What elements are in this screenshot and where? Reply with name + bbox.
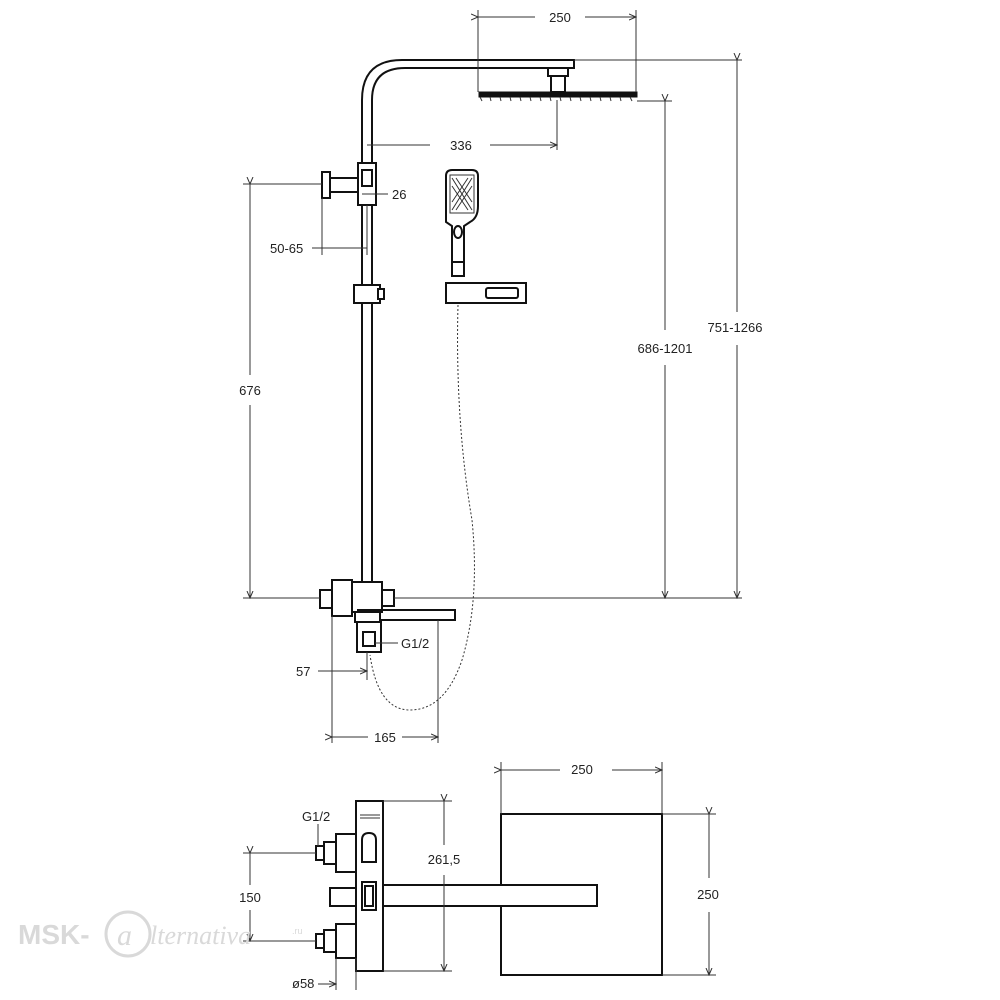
- dim-label-head-width: 250: [549, 10, 571, 25]
- dim-label-top-inlet-spacing: 150: [239, 890, 261, 905]
- valve-middle: [329, 887, 357, 907]
- dim-top-escutcheon: ø58: [292, 958, 357, 991]
- dim-head-height: 686-1201: [394, 101, 692, 598]
- dim-label-inlet-offset: 57: [296, 664, 310, 679]
- dim-holder-offset: 26: [362, 187, 406, 202]
- dim-inlet-offset: 57: [296, 652, 367, 680]
- shower-hose: [369, 304, 475, 711]
- slider-clamp: [353, 284, 385, 304]
- dim-spout-reach: 165: [332, 616, 438, 745]
- dim-label-top-depth: 261,5: [428, 852, 461, 867]
- column-plan: [355, 800, 384, 972]
- shower-shelf: [445, 282, 527, 304]
- dim-inlet-thread: G1/2: [375, 636, 429, 651]
- watermark-right-text: lternativa: [150, 921, 251, 950]
- front-view: 250 336 26 50-65 676: [239, 10, 762, 745]
- thermostatic-mixer: [319, 579, 456, 653]
- dim-top-head-depth: 250: [662, 814, 719, 975]
- valve-top: [315, 833, 357, 873]
- dim-label-holder-offset: 26: [392, 187, 406, 202]
- at-sign-letter: a: [117, 919, 132, 952]
- dim-label-total-height: 751-1266: [708, 320, 763, 335]
- dim-label-arm-reach: 336: [450, 138, 472, 153]
- dim-label-top-head-depth: 250: [697, 887, 719, 902]
- dim-head-width: 250: [478, 10, 636, 92]
- hand-shower: [445, 169, 479, 277]
- dim-label-top-head-width: 250: [571, 762, 593, 777]
- dim-mixer-to-bracket: 676: [239, 184, 322, 598]
- dim-wall-bracket: 50-65: [270, 198, 368, 256]
- dim-top-inlet-thread: G1/2: [302, 809, 330, 846]
- watermark-suffix: .ru: [292, 926, 303, 936]
- dim-top-head-width: 250: [501, 762, 662, 814]
- dim-label-head-height: 686-1201: [638, 341, 693, 356]
- valve-bottom: [315, 923, 357, 959]
- dim-label-mixer-to-bracket: 676: [239, 383, 261, 398]
- dim-total-height: 751-1266: [574, 60, 762, 598]
- dim-label-top-escutcheon: ø58: [292, 976, 314, 991]
- dim-top-inlet-spacing: 150: [239, 853, 316, 941]
- dim-top-depth: 261,5: [383, 801, 460, 971]
- upper-wall-bracket: [321, 171, 359, 199]
- dim-arm-reach: 336: [367, 100, 557, 153]
- arm-plan: [379, 884, 598, 907]
- watermark-left-text: MSK-: [18, 919, 90, 950]
- dim-label-wall-bracket: 50-65: [270, 241, 303, 256]
- dim-label-spout-reach: 165: [374, 730, 396, 745]
- dim-label-inlet-thread: G1/2: [401, 636, 429, 651]
- rain-shower-head: [478, 67, 638, 102]
- dim-label-top-inlet-thread: G1/2: [302, 809, 330, 824]
- at-sign-icon: [104, 910, 152, 958]
- hand-shower-holder: [357, 162, 377, 206]
- watermark: MSK- a lternativa .ru: [18, 910, 303, 958]
- top-view: 250 250 261,5 G1/2 15: [239, 762, 719, 991]
